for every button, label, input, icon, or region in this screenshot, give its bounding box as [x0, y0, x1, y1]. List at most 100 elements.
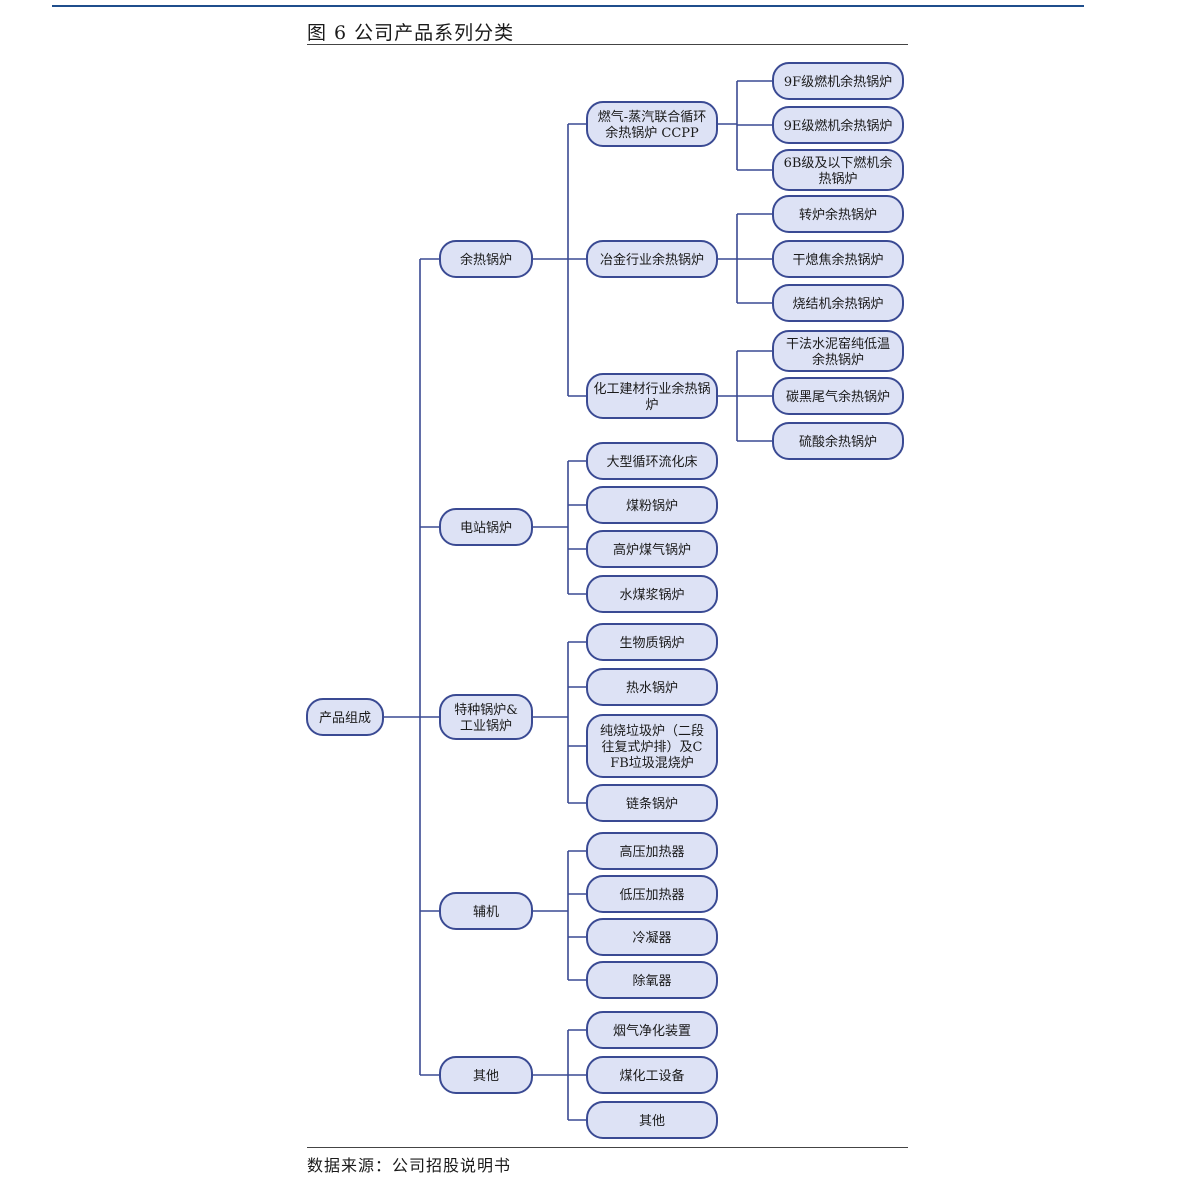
leaf-node-2-1-box — [772, 377, 904, 415]
subcategory-node-1-label: 冶金行业余热锅炉 — [600, 252, 704, 268]
item-node-3-3-box — [586, 961, 718, 999]
item-node-2-1: 热水锅炉 — [586, 668, 718, 706]
subcategory-node-1: 冶金行业余热锅炉 — [586, 240, 718, 278]
leaf-node-2-2: 硫酸余热锅炉 — [772, 422, 904, 460]
leaf-node-1-1-label: 干熄焦余热锅炉 — [792, 252, 883, 268]
root-node-product-composition-label: 产品组成 — [319, 711, 371, 726]
item-node-4-1: 煤化工设备 — [586, 1056, 718, 1094]
item-node-4-0-box — [586, 1011, 718, 1049]
item-node-2-3-box — [586, 784, 718, 822]
item-node-3-0-label: 高压加热器 — [619, 844, 684, 860]
title-underline — [307, 44, 908, 45]
leaf-node-2-2-box — [772, 422, 904, 460]
leaf-node-2-1: 碳黑尾气余热锅炉 — [772, 377, 904, 415]
item-node-1-1-label: 煤粉锅炉 — [626, 498, 678, 514]
leaf-node-2-1-label: 碳黑尾气余热锅炉 — [786, 389, 890, 405]
item-node-4-1-box — [586, 1056, 718, 1094]
leaf-node-0-2-box — [772, 149, 904, 191]
leaf-node-0-0: 9F级燃机余热锅炉 — [772, 62, 904, 100]
item-node-1-0-label: 大型循环流化床 — [606, 455, 697, 470]
item-node-3-2: 冷凝器 — [586, 918, 718, 956]
item-node-1-3-label: 水煤浆锅炉 — [619, 587, 684, 603]
item-node-2-0-label: 生物质锅炉 — [619, 635, 684, 651]
leaf-node-1-0-box — [772, 195, 904, 233]
subcategory-node-2-label: 炉 — [645, 398, 658, 413]
item-node-2-0: 生物质锅炉 — [586, 623, 718, 661]
item-node-4-2-label: 其他 — [639, 1114, 665, 1129]
subcategory-node-2-box — [586, 373, 718, 419]
item-node-1-2: 高炉煤气锅炉 — [586, 530, 718, 568]
item-node-1-0: 大型循环流化床 — [586, 442, 718, 480]
leaf-node-2-2-label: 硫酸余热锅炉 — [799, 434, 877, 450]
root-node-product-composition-box — [306, 698, 384, 736]
item-node-2-2-label: 纯烧垃圾炉（二段 — [600, 724, 704, 739]
leaf-node-2-0-label: 余热锅炉 — [812, 352, 864, 368]
item-node-1-0-box — [586, 442, 718, 480]
category-node-2-label: 特种锅炉& — [454, 702, 518, 718]
item-node-3-2-box — [586, 918, 718, 956]
leaf-node-1-1: 干熄焦余热锅炉 — [772, 240, 904, 278]
subcategory-node-1-box — [586, 240, 718, 278]
leaf-node-1-2-label: 烧结机余热锅炉 — [792, 296, 883, 312]
connector-lines — [383, 80, 773, 1121]
category-node-4-label: 其他 — [473, 1069, 499, 1084]
item-node-3-1: 低压加热器 — [586, 875, 718, 913]
item-node-2-2-box — [586, 714, 718, 778]
leaf-node-1-2-box — [772, 284, 904, 322]
item-node-4-0-label: 烟气净化装置 — [613, 1023, 691, 1039]
category-node-1: 电站锅炉 — [439, 508, 533, 546]
leaf-node-2-0-label: 干法水泥窑纯低温 — [786, 336, 890, 352]
subcategory-node-2-label: 化工建材行业余热锅 — [593, 381, 710, 397]
category-node-2-label: 工业锅炉 — [460, 718, 512, 734]
item-node-1-1: 煤粉锅炉 — [586, 486, 718, 524]
category-node-0-label: 余热锅炉 — [460, 252, 512, 268]
source-rule — [307, 1147, 908, 1148]
subcategory-node-0-label: 余热锅炉 CCPP — [605, 125, 699, 141]
leaf-node-0-1: 9E级燃机余热锅炉 — [772, 106, 904, 144]
category-node-3: 辅机 — [439, 892, 533, 930]
category-node-3-label: 辅机 — [473, 905, 499, 920]
category-node-1-box — [439, 508, 533, 546]
category-node-3-box — [439, 892, 533, 930]
category-node-0-box — [439, 240, 533, 278]
item-node-3-3-label: 除氧器 — [632, 974, 671, 989]
leaf-node-0-0-box — [772, 62, 904, 100]
subcategory-node-0-box — [586, 101, 718, 147]
item-node-3-2-label: 冷凝器 — [632, 930, 671, 946]
category-node-4-box — [439, 1056, 533, 1094]
source-note: 数据来源：公司招股说明书 — [307, 1156, 512, 1175]
leaf-node-0-2-label: 热锅炉 — [818, 171, 857, 187]
category-node-0: 余热锅炉 — [439, 240, 533, 278]
leaf-node-1-0: 转炉余热锅炉 — [772, 195, 904, 233]
item-node-3-0-box — [586, 832, 718, 870]
item-node-1-2-box — [586, 530, 718, 568]
item-node-1-2-label: 高炉煤气锅炉 — [613, 542, 691, 558]
leaf-node-2-0-box — [772, 330, 904, 372]
subcategory-node-0-label: 燃气-蒸汽联合循环 — [598, 109, 706, 125]
item-node-2-3-label: 链条锅炉 — [626, 796, 678, 812]
leaf-node-1-1-box — [772, 240, 904, 278]
leaf-node-0-2-label: 6B级及以下燃机余 — [784, 155, 893, 171]
item-node-4-2-box — [586, 1101, 718, 1139]
item-node-2-1-label: 热水锅炉 — [626, 680, 678, 696]
item-node-1-1-box — [586, 486, 718, 524]
leaf-node-1-2: 烧结机余热锅炉 — [772, 284, 904, 322]
item-node-1-3: 水煤浆锅炉 — [586, 575, 718, 613]
top-blue-rule — [52, 5, 1084, 7]
item-node-2-3: 链条锅炉 — [586, 784, 718, 822]
figure-title: 图 6 公司产品系列分类 — [307, 22, 515, 44]
leaf-node-0-1-label: 9E级燃机余热锅炉 — [784, 118, 893, 134]
category-node-2-box — [439, 694, 533, 740]
category-node-2: 特种锅炉&工业锅炉 — [439, 694, 533, 740]
item-node-2-1-box — [586, 668, 718, 706]
item-node-3-1-box — [586, 875, 718, 913]
root-node-product-composition: 产品组成 — [306, 698, 384, 736]
item-node-3-1-label: 低压加热器 — [619, 888, 684, 903]
item-node-4-2: 其他 — [586, 1101, 718, 1139]
